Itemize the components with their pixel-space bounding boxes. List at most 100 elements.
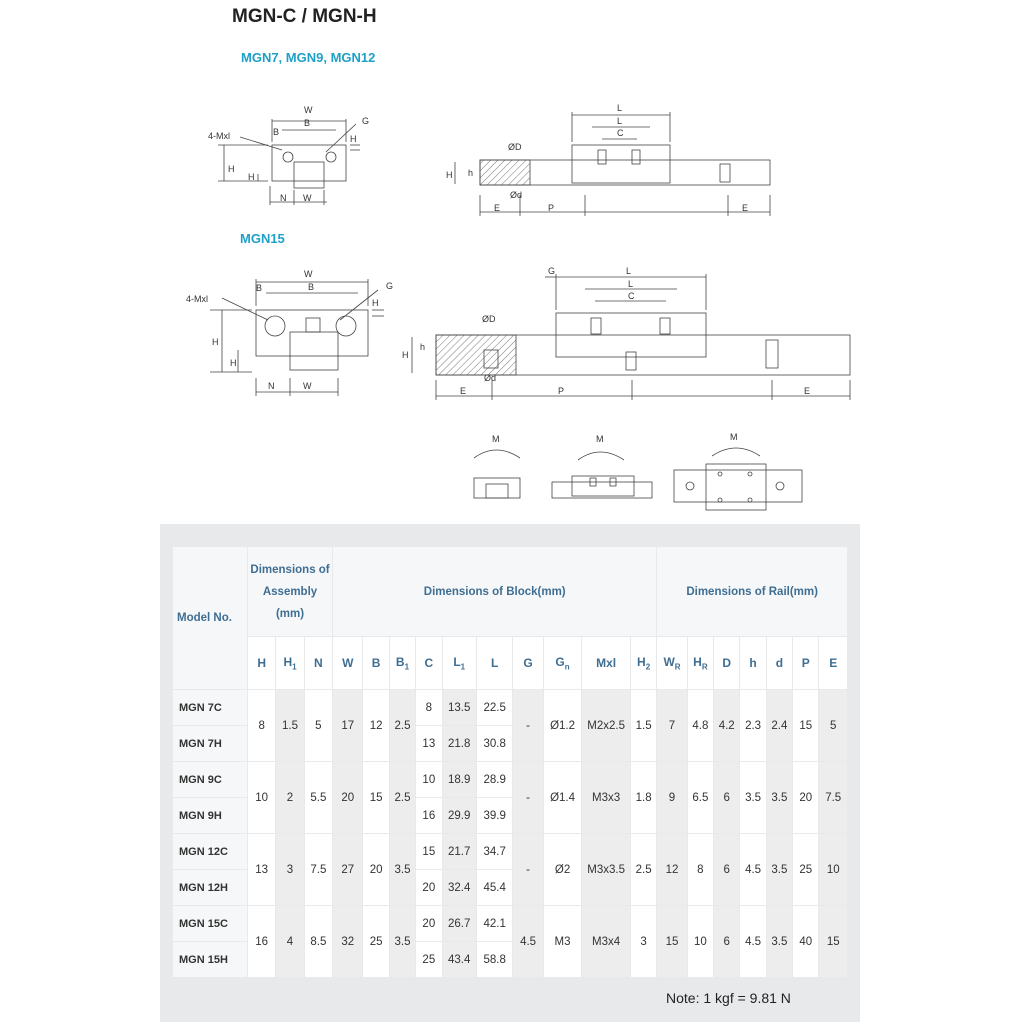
label-e-large-right: E <box>804 386 810 396</box>
label-gn-large: G <box>386 281 393 291</box>
moment-roll-icon <box>473 449 521 499</box>
label-e-small-left: E <box>494 203 500 213</box>
model-cell: MGN 15H <box>172 941 248 978</box>
cell-h1: 4 <box>275 905 305 978</box>
label-h1-small: H <box>248 172 255 182</box>
cell-dd: 3.5 <box>765 905 794 978</box>
cell-hh: 3.5 <box>739 761 767 834</box>
conversion-note: Note: 1 kgf = 9.81 N <box>666 990 791 1006</box>
label-c-large: C <box>628 291 635 301</box>
cell-h1: 1.5 <box>275 689 305 762</box>
cell-hr: 10 <box>686 905 715 978</box>
sym-g: G <box>512 636 544 690</box>
label-h2-small: H <box>350 134 357 144</box>
label-h-small: H <box>228 164 235 174</box>
cell-b: 20 <box>362 833 390 906</box>
cell-mxl: M3x3.5 <box>581 833 631 906</box>
dimensions-table: Model No. Dimensions of Assembly (mm) Di… <box>172 546 848 978</box>
cell-h: 13 <box>246 833 277 906</box>
cell-g: - <box>512 689 544 762</box>
label-hr-large: H <box>402 350 409 360</box>
subtitle-mgn15: MGN15 <box>240 231 285 246</box>
label-mp: M <box>596 434 604 444</box>
label-d-small: ØD <box>508 142 522 152</box>
cell-wr: 7 <box>656 689 688 762</box>
cell-hh: 4.5 <box>739 905 767 978</box>
label-dd-large: Ød <box>484 373 496 383</box>
cell-w: 17 <box>332 689 364 762</box>
cell-d: 6 <box>713 905 741 978</box>
sym-gn: Gn <box>542 636 583 690</box>
label-mr: M <box>492 434 500 444</box>
cell-g: 4.5 <box>512 905 544 978</box>
cell-gn: M3 <box>542 905 583 978</box>
cell-l1: 18.9 <box>441 761 477 798</box>
label-mxl-large: 4-Mxl <box>186 294 208 304</box>
cell-wr: 12 <box>656 833 688 906</box>
moment-pitch-icon <box>551 451 653 499</box>
cell-hr: 6.5 <box>686 761 715 834</box>
side-view-large-drawing <box>411 274 851 400</box>
cell-p: 15 <box>792 689 820 762</box>
cell-b: 15 <box>362 761 390 834</box>
label-l-small: L <box>617 103 622 113</box>
cell-n: 5 <box>303 689 334 762</box>
label-dd-small: Ød <box>510 190 522 200</box>
cell-g: - <box>512 761 544 834</box>
label-e-large-left: E <box>460 386 466 396</box>
sym-h2: H2 <box>629 636 658 690</box>
label-p-large: P <box>558 386 564 396</box>
cell-w: 32 <box>332 905 364 978</box>
sym-b: B <box>362 636 390 690</box>
cell-l1: 32.4 <box>441 869 477 906</box>
cell-l1: 43.4 <box>441 941 477 978</box>
cell-d: 4.2 <box>713 689 741 762</box>
cell-l: 58.8 <box>475 941 514 978</box>
cross-section-large-drawing <box>210 279 384 396</box>
cell-n: 5.5 <box>303 761 334 834</box>
cell-c: 20 <box>415 905 443 942</box>
label-h2-large: H <box>372 298 379 308</box>
subtitle-small-series: MGN7, MGN9, MGN12 <box>241 50 376 65</box>
sym-d: D <box>713 636 741 690</box>
label-mxl-small: 4-Mxl <box>208 131 230 141</box>
cell-p: 25 <box>792 833 820 906</box>
cell-w: 20 <box>332 761 364 834</box>
sym-h1: H1 <box>275 636 305 690</box>
cell-b1: 3.5 <box>388 905 417 978</box>
cell-n: 8.5 <box>303 905 334 978</box>
label-n-small: N <box>280 193 287 203</box>
cell-h1: 3 <box>275 833 305 906</box>
sym-p: P <box>792 636 820 690</box>
model-cell: MGN 15C <box>172 905 248 942</box>
cell-l: 22.5 <box>475 689 514 726</box>
label-hh-large: h <box>420 342 425 352</box>
cross-section-small-drawing <box>218 119 360 205</box>
sym-l1: L1 <box>441 636 477 690</box>
cell-d: 6 <box>713 761 741 834</box>
cell-c: 10 <box>415 761 443 798</box>
cell-l1: 13.5 <box>441 689 477 726</box>
cell-h2: 1.5 <box>629 689 658 762</box>
cell-gn: Ø2 <box>542 833 583 906</box>
cell-l: 28.9 <box>475 761 514 798</box>
cell-mxl: M3x3 <box>581 761 631 834</box>
sym-hh: h <box>739 636 767 690</box>
cell-c: 13 <box>415 725 443 762</box>
cell-h: 8 <box>246 689 277 762</box>
technical-drawings: W B B G H 4-Mxl H H N W L L C ØD H h Ød … <box>186 103 851 511</box>
cell-wr: 9 <box>656 761 688 834</box>
cell-n: 7.5 <box>303 833 334 906</box>
table-row: MGN 12C 13 3 7.5 27 20 3.5 15 21.7 34.7 … <box>172 833 848 906</box>
cell-c: 20 <box>415 869 443 906</box>
cell-hh: 2.3 <box>739 689 767 762</box>
sym-n: N <box>303 636 334 690</box>
table-row: MGN 15C 16 4 8.5 32 25 3.5 20 26.7 42.1 … <box>172 905 848 978</box>
cell-h: 10 <box>246 761 277 834</box>
table-row: MGN 7H 13 21.8 30.8 <box>172 725 848 762</box>
label-e-small-right: E <box>742 203 748 213</box>
cell-b1: 3.5 <box>388 833 417 906</box>
sym-w: W <box>332 636 364 690</box>
label-hh-small: h <box>468 168 473 178</box>
label-g-large: G <box>548 266 555 276</box>
